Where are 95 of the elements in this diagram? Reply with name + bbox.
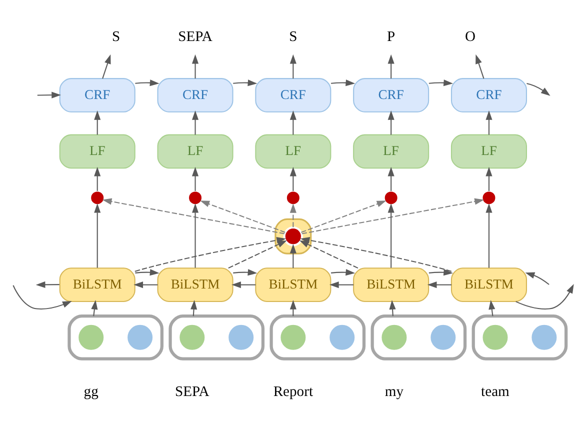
arrow bbox=[135, 80, 160, 86]
arrow bbox=[388, 110, 394, 135]
arrow bbox=[330, 80, 356, 86]
arrow bbox=[389, 300, 396, 316]
node-box: CRF bbox=[157, 78, 234, 112]
node-circle bbox=[283, 226, 304, 246]
arrow bbox=[94, 110, 101, 135]
arrow bbox=[388, 54, 394, 79]
arrow bbox=[486, 110, 492, 135]
arrow bbox=[302, 198, 484, 234]
label: Report bbox=[273, 384, 314, 400]
node-circle bbox=[380, 324, 408, 351]
node-text: O bbox=[464, 28, 476, 45]
cluster bbox=[472, 314, 568, 360]
node-box: CRF bbox=[255, 78, 332, 112]
arrow bbox=[329, 282, 354, 288]
node-circle bbox=[530, 324, 558, 351]
node-box: LF bbox=[450, 134, 527, 169]
arrow bbox=[290, 244, 296, 268]
arrow bbox=[192, 203, 199, 268]
node-circle bbox=[228, 324, 255, 351]
arrow bbox=[91, 300, 98, 316]
arrow bbox=[233, 80, 258, 86]
label: my bbox=[384, 384, 404, 400]
node-circle bbox=[286, 190, 300, 206]
arrow bbox=[192, 54, 199, 79]
arrow bbox=[232, 282, 256, 288]
arrow bbox=[330, 269, 356, 276]
arrow bbox=[486, 203, 492, 268]
arrow bbox=[388, 166, 394, 191]
node-box: BiLSTM bbox=[450, 268, 527, 302]
node-circle bbox=[482, 190, 496, 206]
arrow bbox=[486, 166, 492, 191]
node-box: BiLSTM bbox=[255, 268, 332, 302]
arrow bbox=[388, 203, 394, 268]
arrow bbox=[428, 269, 454, 276]
node-circle bbox=[482, 324, 509, 351]
arrow bbox=[192, 110, 199, 135]
cluster bbox=[168, 314, 265, 360]
arrow bbox=[192, 166, 199, 191]
arrow bbox=[516, 284, 574, 310]
label: SEPA bbox=[174, 384, 210, 400]
node-box: BiLSTM bbox=[157, 268, 234, 302]
arrow bbox=[102, 198, 285, 234]
node-box: CRF bbox=[353, 78, 430, 112]
node-circle bbox=[280, 324, 307, 351]
arrow bbox=[135, 269, 160, 276]
arrow bbox=[228, 240, 287, 269]
node-box: LF bbox=[59, 134, 136, 169]
node-circle bbox=[126, 324, 154, 351]
node-box: CRF bbox=[59, 78, 136, 112]
cluster bbox=[370, 314, 467, 360]
node-box: CRF bbox=[450, 78, 527, 112]
arrow bbox=[200, 200, 286, 233]
arrow bbox=[94, 166, 101, 191]
node-box: LF bbox=[157, 134, 234, 169]
arrow bbox=[12, 285, 72, 310]
arrow bbox=[190, 300, 198, 316]
cluster bbox=[270, 314, 366, 360]
node-box: LF bbox=[353, 134, 430, 169]
arrow bbox=[233, 269, 258, 276]
node-text: S bbox=[112, 28, 120, 45]
arrow bbox=[488, 300, 496, 316]
node-circle bbox=[78, 324, 105, 351]
arrow bbox=[36, 281, 60, 288]
cluster bbox=[68, 314, 164, 360]
node-box: BiLSTM bbox=[59, 268, 136, 302]
arrow bbox=[290, 166, 296, 191]
arrow bbox=[290, 54, 296, 79]
node-circle bbox=[384, 190, 398, 206]
node-circle bbox=[178, 324, 206, 351]
node-circle bbox=[188, 190, 203, 206]
label: gg bbox=[84, 384, 98, 400]
arrow bbox=[94, 203, 101, 268]
arrow bbox=[428, 80, 454, 86]
node-text: P bbox=[387, 28, 396, 45]
node-circle bbox=[328, 324, 356, 351]
node-circle bbox=[430, 324, 457, 351]
arrow bbox=[290, 203, 296, 228]
node-text: S bbox=[289, 28, 298, 45]
arrow bbox=[525, 272, 550, 285]
node-box: BiLSTM bbox=[353, 268, 430, 302]
arrow bbox=[134, 282, 158, 288]
arrow bbox=[37, 92, 61, 98]
arrow bbox=[290, 110, 296, 135]
arrow bbox=[301, 200, 386, 233]
node-text: SEPA bbox=[178, 28, 212, 45]
node-box: LF bbox=[255, 134, 332, 169]
node-circle bbox=[90, 190, 105, 206]
arrow bbox=[427, 282, 452, 288]
arrow bbox=[476, 54, 484, 79]
arrow bbox=[102, 54, 111, 79]
arrow bbox=[526, 83, 550, 96]
label: team bbox=[481, 384, 510, 400]
arrow bbox=[290, 300, 296, 316]
